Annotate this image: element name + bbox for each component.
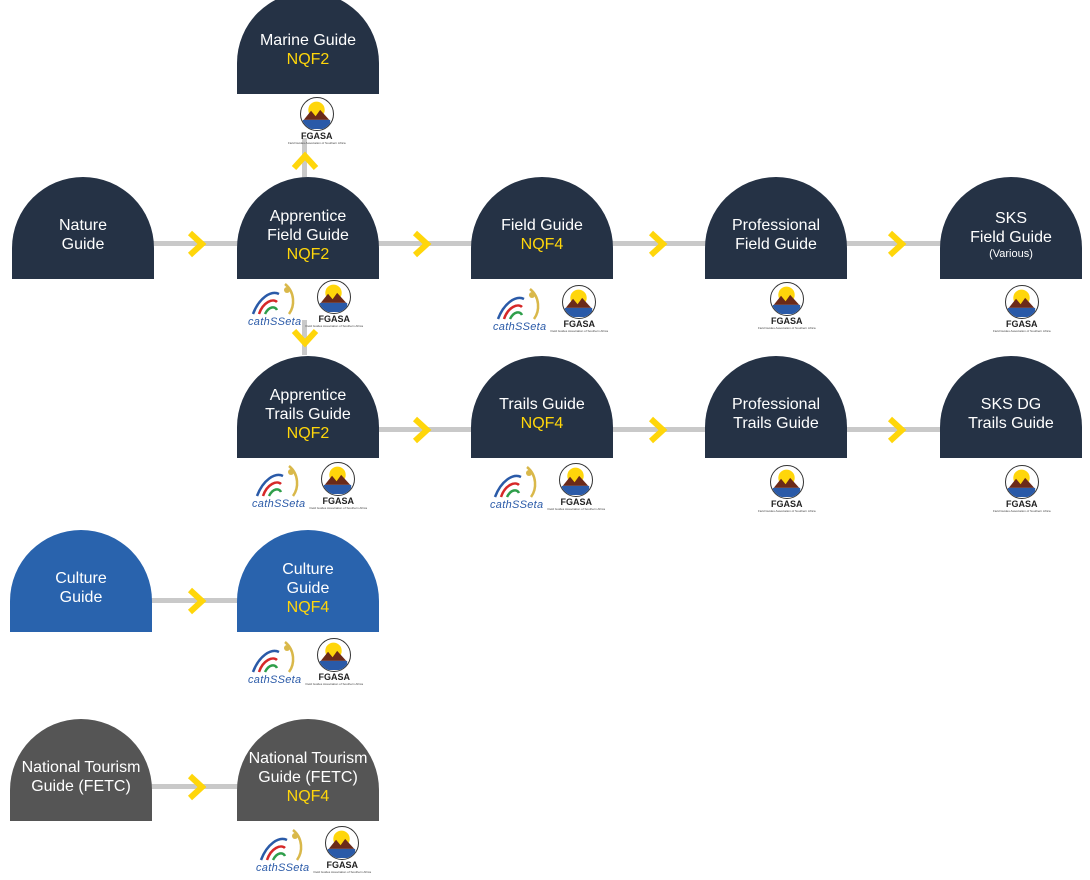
chevron-right-icon — [643, 229, 673, 259]
logo-group: FGASA Field Guides Association of Southe… — [993, 465, 1051, 513]
node-label: Nature Guide — [58, 217, 108, 253]
node-professional-field-guide: Professional Field Guide — [705, 177, 847, 279]
node-label: SKS DG Trails Guide — [968, 396, 1054, 432]
connector-line — [152, 241, 242, 246]
logo-group: cathSSeta FGASA Field Guides Association… — [493, 285, 608, 333]
node-label: National Tourism Guide (FETC) — [248, 749, 368, 786]
chevron-right-icon — [882, 229, 912, 259]
node-label: Trails Guide — [499, 396, 585, 413]
cathsseta-logo: cathSSeta — [248, 638, 301, 686]
node-label: Culture Guide — [55, 570, 107, 606]
fgasa-logo: FGASA Field Guides Association of Southe… — [758, 282, 816, 330]
nqf-level: NQF4 — [286, 787, 330, 805]
connector-line — [150, 598, 240, 603]
node-sks-dg-trails-guide: SKS DG Trails Guide — [940, 356, 1082, 458]
chevron-right-icon — [643, 415, 673, 445]
cathsseta-logo: cathSSeta — [248, 280, 301, 328]
node-note: (Various) — [989, 248, 1033, 260]
chevron-right-icon — [182, 772, 212, 802]
chevron-down-icon — [290, 323, 320, 353]
logo-group: FGASA Field Guides Association of Southe… — [993, 285, 1051, 333]
nqf-level: NQF4 — [520, 415, 564, 432]
node-label: Field Guide — [501, 217, 583, 234]
logo-group: cathSSeta FGASA Field Guides Association… — [490, 463, 605, 511]
connector-line — [845, 427, 945, 432]
chevron-up-icon — [290, 146, 320, 176]
node-label: Marine Guide — [259, 32, 357, 49]
chevron-right-icon — [182, 586, 212, 616]
fgasa-logo: FGASA Field Guides Association of Southe… — [288, 97, 346, 145]
logo-group: cathSSeta FGASA Field Guides Association… — [252, 462, 367, 510]
connector-line — [845, 241, 945, 246]
node-label: Apprentice Field Guide — [267, 207, 349, 244]
node-trails-guide: Trails Guide NQF4 — [471, 356, 613, 458]
node-label: Professional Trails Guide — [731, 396, 821, 432]
logo-group: cathSSeta FGASA Field Guides Association… — [256, 826, 371, 874]
node-culture-guide: Culture Guide — [10, 530, 152, 632]
node-apprentice-trails-guide: Apprentice Trails Guide NQF2 — [237, 356, 379, 458]
node-nature-guide: Nature Guide — [12, 177, 154, 279]
cathsseta-logo: cathSSeta — [490, 463, 543, 511]
node-field-guide: Field Guide NQF4 — [471, 177, 613, 279]
cathsseta-logo: cathSSeta — [493, 285, 546, 333]
nqf-level: NQF2 — [286, 51, 330, 68]
nqf-level: NQF4 — [286, 598, 330, 616]
connector-line — [150, 784, 240, 789]
node-label: Professional Field Guide — [731, 217, 821, 253]
node-marine-guide: Marine Guide NQF2 — [237, 0, 379, 94]
chevron-right-icon — [182, 229, 212, 259]
chevron-right-icon — [407, 415, 437, 445]
cathsseta-logo: cathSSeta — [256, 826, 309, 874]
logo-group: FGASA Field Guides Association of Southe… — [288, 97, 346, 145]
fgasa-logo: FGASA Field Guides Association of Southe… — [313, 826, 371, 874]
logo-group: cathSSeta FGASA Field Guides Association… — [248, 280, 363, 328]
fgasa-logo: FGASA Field Guides Association of Southe… — [305, 280, 363, 328]
fgasa-logo: FGASA Field Guides Association of Southe… — [309, 462, 367, 510]
node-label: Culture Guide — [282, 560, 334, 597]
node-sks-field-guide: SKS Field Guide (Various) — [940, 177, 1082, 279]
chevron-right-icon — [882, 415, 912, 445]
node-label: SKS Field Guide — [970, 210, 1052, 246]
nqf-level: NQF4 — [520, 236, 564, 253]
cathsseta-logo: cathSSeta — [252, 462, 305, 510]
node-professional-trails-guide: Professional Trails Guide — [705, 356, 847, 458]
logo-group: FGASA Field Guides Association of Southe… — [758, 282, 816, 330]
fgasa-logo: FGASA Field Guides Association of Southe… — [550, 285, 608, 333]
fgasa-logo: FGASA Field Guides Association of Southe… — [547, 463, 605, 511]
node-label: Apprentice Trails Guide — [265, 386, 351, 423]
logo-group: cathSSeta FGASA Field Guides Association… — [248, 638, 363, 686]
fgasa-logo: FGASA Field Guides Association of Southe… — [305, 638, 363, 686]
logo-group: FGASA Field Guides Association of Southe… — [758, 465, 816, 513]
fgasa-logo: FGASA Field Guides Association of Southe… — [993, 465, 1051, 513]
nqf-level: NQF2 — [286, 245, 330, 263]
node-national-tourism-guide-nqf4: National Tourism Guide (FETC) NQF4 — [237, 719, 379, 821]
chevron-right-icon — [407, 229, 437, 259]
node-label: National Tourism Guide (FETC) — [21, 759, 141, 795]
node-apprentice-field-guide: Apprentice Field Guide NQF2 — [237, 177, 379, 279]
fgasa-logo: FGASA Field Guides Association of Southe… — [758, 465, 816, 513]
connector-line — [302, 320, 307, 355]
nqf-level: NQF2 — [286, 424, 330, 442]
fgasa-logo: FGASA Field Guides Association of Southe… — [993, 285, 1051, 333]
node-national-tourism-guide: National Tourism Guide (FETC) — [10, 719, 152, 821]
node-culture-guide-nqf4: Culture Guide NQF4 — [237, 530, 379, 632]
